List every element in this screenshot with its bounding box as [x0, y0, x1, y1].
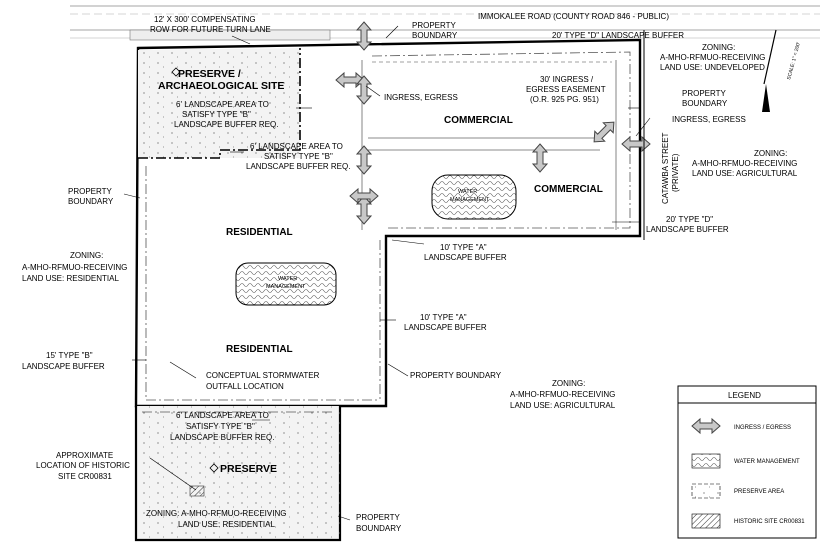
property-boundary-s-1: PROPERTY [356, 513, 401, 522]
landscape-6c-3: LANDSCAPE BUFFER REQ. [170, 433, 274, 442]
catawba-street-1: CATAWBA STREET [661, 132, 670, 204]
ingress-arrow-north-h [335, 72, 365, 88]
zoning-e-2: A-MHO-RFMUO-RECEIVING [692, 159, 797, 168]
catawba-street-2: (PRIVATE) [671, 153, 680, 192]
property-boundary-e-1: PROPERTY [682, 89, 727, 98]
preserve-diamond-icon [171, 67, 181, 77]
property-boundary-w-1: PROPERTY [68, 187, 113, 196]
historic-site-marker [189, 485, 205, 497]
zoning-e-3: LAND USE: AGRICULTURAL [692, 169, 798, 178]
legend-hatch-pattern-icon [691, 513, 721, 529]
historic-label-1: APPROXIMATE [56, 451, 113, 460]
legend: LEGEND INGRESS / EGRESS WATER MANAGEMENT… [677, 385, 817, 539]
water-mgmt-1-b: MANAGEMENT [450, 197, 490, 203]
leader-lines [123, 25, 651, 521]
preserve-arch-title-2: ARCHAEOLOGICAL SITE [158, 80, 284, 92]
water-management-pond-2 [235, 262, 337, 306]
landscape-6b-3: LANDSCAPE BUFFER REQ. [246, 162, 350, 171]
legend-item-historic: HISTORIC SITE CR00831 [734, 519, 805, 525]
ingress-arrow-commercial [532, 143, 548, 173]
commercial-label-2: COMMERCIAL [534, 184, 603, 195]
zoning-ne-1: ZONING: [702, 43, 735, 52]
water-mgmt-2-b: MANAGEMENT [266, 284, 306, 290]
zoning-w-3: LAND USE: RESIDENTIAL [22, 274, 119, 283]
property-boundary-mid-label: PROPERTY BOUNDARY [410, 371, 502, 380]
type-a-top-2: LANDSCAPE BUFFER [424, 253, 507, 262]
type-a-top-1: 10' TYPE "A" [440, 243, 487, 252]
landscape-6c-1: 6' LANDSCAPE AREA TO [176, 411, 269, 420]
ingress-arrow-east-diag [588, 116, 620, 148]
commercial-label-1: COMMERCIAL [444, 115, 513, 126]
preserve-s-label: PRESERVE [220, 463, 277, 475]
water-mgmt-1-a: WATER [458, 189, 477, 195]
property-boundary-top-2: BOUNDARY [412, 31, 458, 40]
legend-dot-pattern-icon [691, 483, 721, 499]
water-mgmt-2-a: WATER [278, 276, 297, 282]
zoning-w-2: A-MHO-RFMUO-RECEIVING [22, 263, 127, 272]
zoning-ne-2: A-MHO-RFMUO-RECEIVING [660, 53, 765, 62]
legend-item-preserve: PRESERVE AREA [734, 489, 784, 495]
type-d-e-2: LANDSCAPE BUFFER [646, 225, 729, 234]
landscape-6c-2: SATISFY TYPE "B" [186, 422, 255, 431]
landscape-6a-1: 6' LANDSCAPE AREA TO [176, 100, 269, 109]
west-buffer-line [145, 166, 380, 401]
easement-label-2: EGRESS EASEMENT [526, 85, 606, 94]
type-b-15-1: 15' TYPE "B" [46, 351, 93, 360]
road-name: IMMOKALEE ROAD (COUNTY ROAD 846 - PUBLIC… [478, 12, 669, 21]
landscape-6a-2: SATISFY TYPE "B" [182, 110, 251, 119]
north-arrow-icon [762, 84, 770, 112]
zoning-se-1: ZONING: [552, 379, 585, 388]
water-management-pond-1 [431, 174, 517, 220]
compensating-row-label-2: ROW FOR FUTURE TURN LANE [150, 25, 271, 34]
preserve-arch-title-1: PRESERVE / [178, 68, 241, 80]
type-d-e-1: 20' TYPE "D" [666, 215, 713, 224]
zoning-ne-3: LAND USE: UNDEVELOPED [660, 63, 765, 72]
north-arrow-shaft [763, 29, 777, 85]
zoning-w-1: ZONING: [70, 251, 103, 260]
type-b-15-2: LANDSCAPE BUFFER [22, 362, 105, 371]
stormwater-label-1: CONCEPTUAL STORMWATER [206, 371, 320, 380]
property-boundary-e-2: BOUNDARY [682, 99, 728, 108]
property-boundary-top-1: PROPERTY [412, 21, 457, 30]
zoning-s-1: ZONING: A-MHO-RFMUO-RECEIVING [146, 509, 286, 518]
scale-label: SCALE: 1" = 200' [786, 42, 802, 81]
compensating-row-strip [129, 29, 331, 41]
stormwater-label-2: OUTFALL LOCATION [206, 382, 284, 391]
landscape-6b-2: SATISFY TYPE "B" [264, 152, 333, 161]
ingress-arrow-east [621, 136, 651, 152]
zoning-se-3: LAND USE: AGRICULTURAL [510, 401, 616, 410]
residential-label-2: RESIDENTIAL [226, 344, 293, 355]
landscape-6b-1: 6' LANDSCAPE AREA TO [250, 142, 343, 151]
legend-item-water: WATER MANAGEMENT [734, 459, 800, 465]
preserve-s-diamond-icon [209, 463, 219, 473]
legend-title: LEGEND [728, 391, 761, 400]
ingress-egress-north-label: INGRESS, EGRESS [384, 93, 458, 102]
easement-label-1: 30' INGRESS / [540, 75, 594, 84]
nw-preserve-boundary [138, 48, 301, 159]
historic-label-2: LOCATION OF HISTORIC [36, 461, 130, 470]
property-boundary-w-2: BOUNDARY [68, 197, 114, 206]
nw-preserve-pattern [138, 50, 300, 158]
easement-label-3: (O.R. 925 PG. 951) [530, 95, 599, 104]
landscape-6a-3: LANDSCAPE BUFFER REQ. [174, 120, 278, 129]
type-d-top-label: 20' TYPE "D" LANDSCAPE BUFFER [552, 31, 684, 40]
zoning-se-2: A-MHO-RFMUO-RECEIVING [510, 390, 615, 399]
compensating-row-label-1: 12' X 300' COMPENSATING [154, 15, 256, 24]
legend-wave-pattern-icon [691, 453, 721, 469]
south-preserve-pattern [136, 406, 340, 540]
zoning-s-2: LAND USE: RESIDENTIAL [178, 520, 275, 529]
ingress-arrow-south-v [356, 195, 372, 225]
ingress-arrow-north [356, 21, 372, 51]
type-a-mid-1: 10' TYPE "A" [420, 313, 467, 322]
zoning-e-1: ZONING: [754, 149, 787, 158]
type-a-mid-2: LANDSCAPE BUFFER [404, 323, 487, 332]
legend-item-ingress: INGRESS / EGRESS [734, 425, 791, 431]
historic-label-3: SITE CR00831 [58, 472, 112, 481]
ingress-egress-east-label: INGRESS, EGRESS [672, 115, 746, 124]
residential-label-1: RESIDENTIAL [226, 227, 293, 238]
property-boundary-s-2: BOUNDARY [356, 524, 402, 533]
